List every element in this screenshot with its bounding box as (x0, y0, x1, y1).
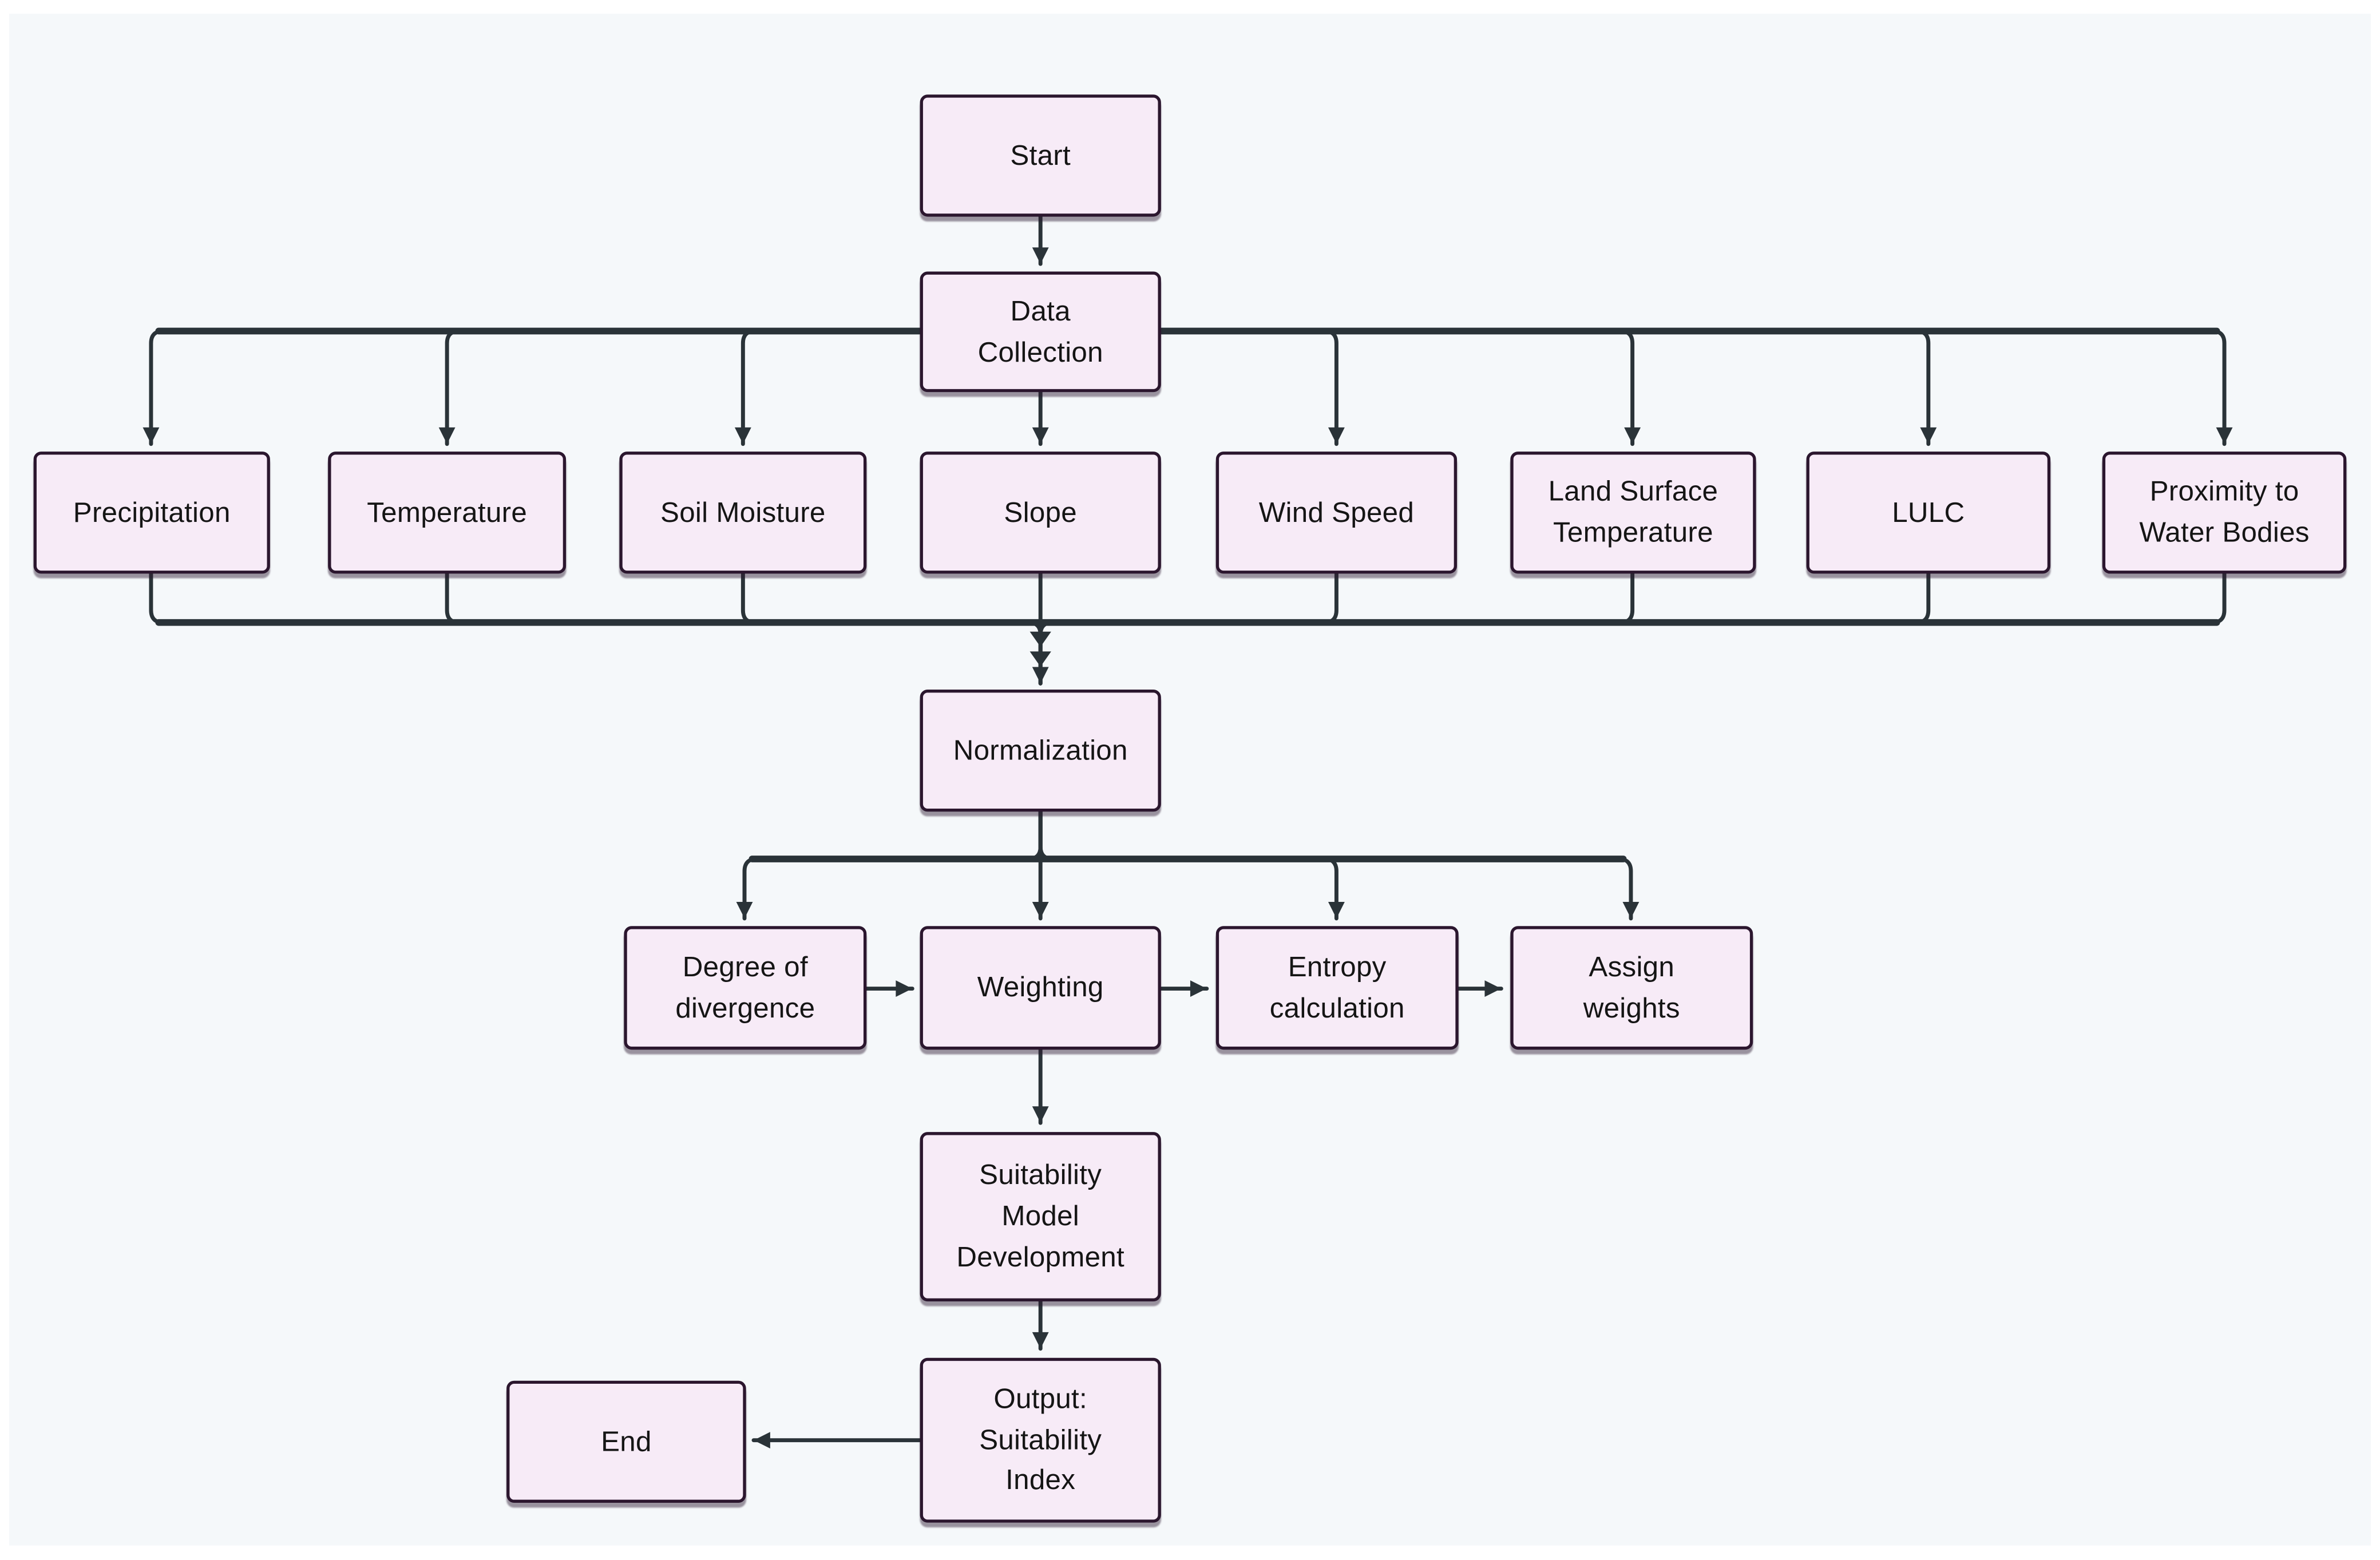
node-output-suitability-index: Output: Suitability Index (920, 1357, 1161, 1523)
node-entropy-calculation: Entropy calculation (1215, 926, 1459, 1050)
node-data-collection: Data Collection (920, 271, 1161, 393)
node-soil-moisture: Soil Moisture (619, 452, 867, 574)
diagram-canvas (9, 13, 2371, 1545)
node-normalization: Normalization (920, 690, 1161, 812)
node-weighting: Weighting (920, 926, 1161, 1050)
node-start: Start (920, 94, 1161, 217)
node-land-surface-temperature: Land Surface Temperature (1510, 452, 1756, 574)
node-assign-weights: Assign weights (1510, 926, 1753, 1050)
node-end: End (506, 1380, 746, 1503)
node-proximity-to-water-bodies: Proximity to Water Bodies (2102, 452, 2347, 574)
node-degree-of-divergence: Degree of divergence (624, 926, 867, 1050)
node-wind-speed: Wind Speed (1215, 452, 1458, 574)
node-slope: Slope (920, 452, 1161, 574)
node-lulc: LULC (1806, 452, 2051, 574)
node-precipitation: Precipitation (33, 452, 270, 574)
node-temperature: Temperature (328, 452, 567, 574)
node-suitability-model-development: Suitability Model Development (920, 1132, 1161, 1302)
